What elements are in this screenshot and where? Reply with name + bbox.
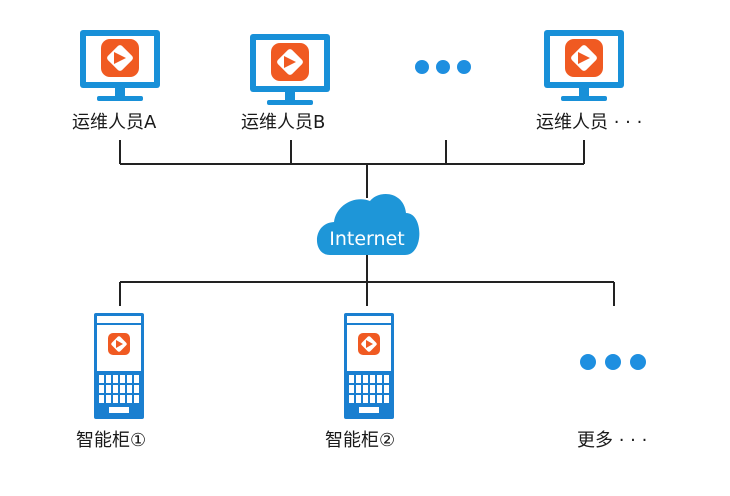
ellipsis-dots-icon <box>415 60 471 74</box>
smart-cabinet-icon <box>344 313 394 419</box>
operator-a-label: 运维人员A <box>72 112 157 133</box>
ellipsis-dots-icon <box>580 354 646 370</box>
cabinet-1-label: 智能柜① <box>76 430 147 451</box>
monitor-icon <box>544 30 624 101</box>
internet-label: Internet <box>329 228 404 250</box>
connection-lines <box>119 140 615 306</box>
smart-cabinet-icon <box>94 313 144 419</box>
cabinet-2-label: 智能柜② <box>325 430 396 451</box>
operator-b-label: 运维人员B <box>241 112 326 133</box>
monitor-icon <box>80 30 160 101</box>
cabinet-more-label: 更多 · · · <box>577 430 648 451</box>
operator-more-label: 运维人员 · · · <box>536 112 643 133</box>
cloud-icon: Internet <box>316 193 420 255</box>
monitor-icon <box>250 34 330 105</box>
